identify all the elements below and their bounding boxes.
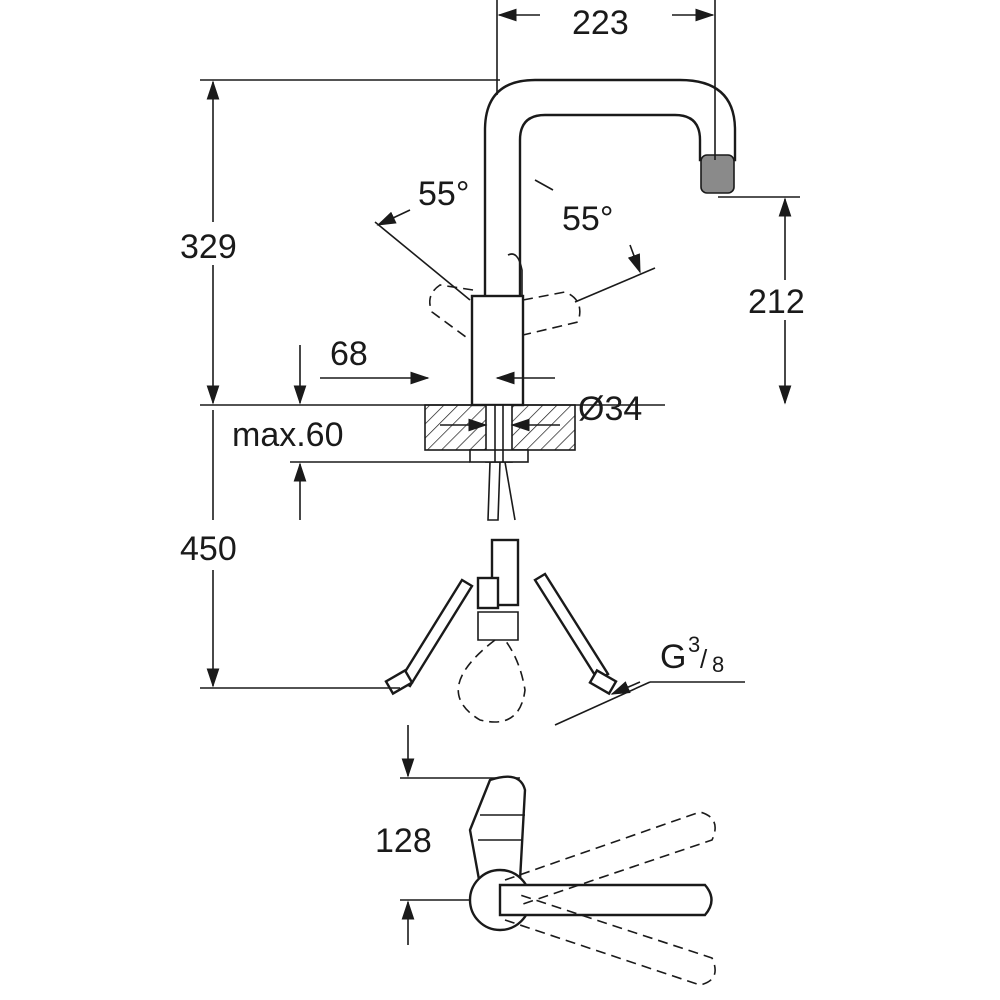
dim-angle-left: 55° [418, 175, 469, 213]
spout [483, 78, 737, 302]
dim-connection-thread: G 3 / 8 [660, 632, 724, 677]
faucet-body [470, 294, 525, 407]
nozzle [700, 154, 735, 194]
dim-max-thickness: max.60 [232, 416, 344, 454]
dim-angle-right: 55° [562, 200, 613, 238]
dim-lever-depth: 128 [375, 822, 432, 860]
dim-spout-reach: 223 [572, 4, 629, 42]
hoses [384, 461, 618, 723]
dim-hole-diameter: Ø34 [578, 390, 642, 428]
dim-hose-length: 450 [180, 530, 237, 568]
thread-denominator: 8 [712, 652, 724, 677]
thread-prefix: G [660, 638, 686, 676]
thread-numerator: 3 [688, 632, 700, 657]
countertop [424, 404, 576, 463]
dim-base-offset: 68 [330, 335, 368, 373]
thread-slash: / [700, 644, 708, 674]
dim-spout-height: 212 [748, 283, 805, 321]
lever-alt-positions [374, 221, 656, 341]
top-view [468, 775, 716, 986]
dim-total-height: 329 [180, 228, 237, 266]
